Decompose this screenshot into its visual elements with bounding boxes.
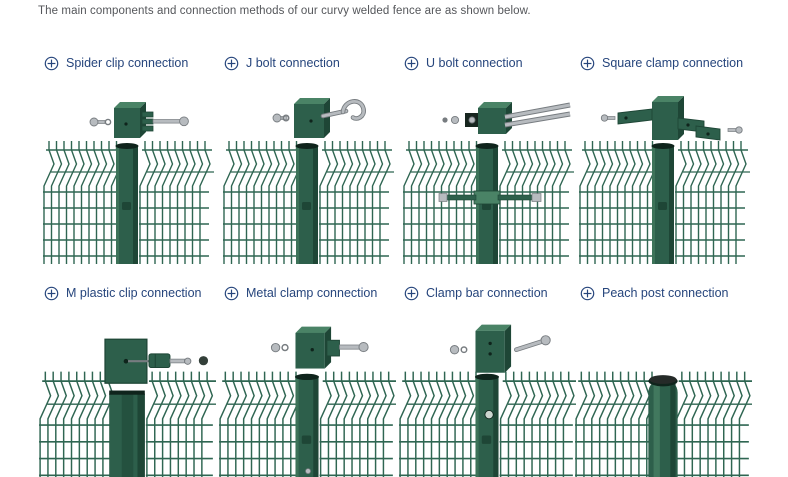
fence-illustration — [574, 84, 752, 264]
connection-link-clamp-bar[interactable]: Clamp bar connection — [398, 285, 578, 301]
connection-label: Square clamp connection — [602, 56, 744, 70]
connection-item: Peach post connection — [574, 285, 754, 477]
connection-label: M plastic clip connection — [66, 286, 202, 300]
circle-plus-icon — [44, 56, 59, 70]
circle-plus-icon — [580, 286, 595, 300]
circle-plus-icon — [44, 286, 59, 300]
connection-label: Peach post connection — [602, 286, 729, 300]
circle-plus-icon — [224, 286, 239, 300]
intro-text: The main components and connection metho… — [38, 5, 531, 17]
connection-item: J bolt connection — [218, 55, 398, 264]
connection-label: U bolt connection — [426, 56, 523, 70]
connection-item: Clamp bar connection — [398, 285, 578, 477]
fence-illustration — [218, 312, 396, 477]
fence-illustration — [38, 312, 216, 477]
circle-plus-icon — [404, 56, 419, 70]
fence-illustration — [574, 312, 752, 477]
connection-label: J bolt connection — [246, 56, 340, 70]
circle-plus-icon — [580, 56, 595, 70]
fence-illustration — [218, 84, 396, 264]
fence-illustration — [398, 312, 576, 477]
connection-link-spider-clip[interactable]: Spider clip connection — [38, 55, 218, 71]
fence-illustration — [398, 84, 576, 264]
connection-link-m-plastic-clip[interactable]: M plastic clip connection — [38, 285, 218, 301]
connection-label: Metal clamp connection — [246, 286, 378, 300]
connection-item: Metal clamp connection — [218, 285, 398, 477]
connection-item: M plastic clip connection — [38, 285, 218, 477]
fence-illustration — [38, 84, 216, 264]
circle-plus-icon — [224, 56, 239, 70]
connection-item: Square clamp connection — [574, 55, 754, 264]
connection-label: Clamp bar connection — [426, 286, 548, 300]
connection-link-j-bolt[interactable]: J bolt connection — [218, 55, 398, 71]
connection-link-square-clamp[interactable]: Square clamp connection — [574, 55, 754, 71]
connection-link-u-bolt[interactable]: U bolt connection — [398, 55, 578, 71]
connection-item: U bolt connection — [398, 55, 578, 264]
connection-link-peach-post[interactable]: Peach post connection — [574, 285, 754, 301]
connection-label: Spider clip connection — [66, 56, 189, 70]
circle-plus-icon — [404, 286, 419, 300]
connection-link-metal-clamp[interactable]: Metal clamp connection — [218, 285, 398, 301]
connection-item: Spider clip connection — [38, 55, 218, 264]
